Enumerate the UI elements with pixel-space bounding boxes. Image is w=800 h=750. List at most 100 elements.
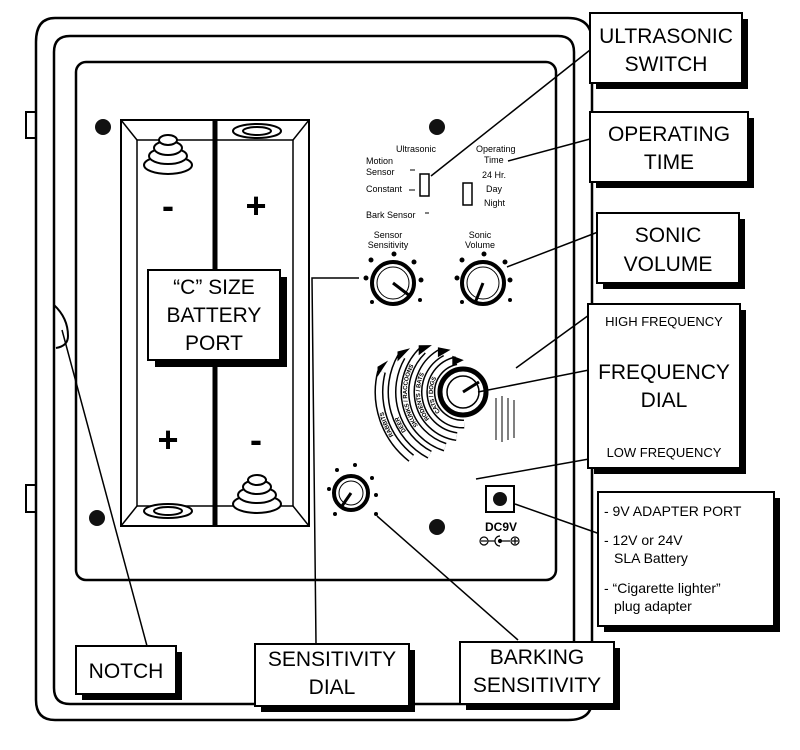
callout-operating-time-line2: TIME (644, 151, 694, 174)
flat-contact-top-right (232, 123, 282, 139)
control-panel: Ultrasonic Motion Sensor Constant Bark S… (327, 144, 520, 547)
callout-operating-time-line1: OPERATING (608, 123, 730, 146)
label-operating-time: Time (484, 155, 504, 165)
callout-frequency-dial: HIGH FREQUENCY FREQUENCY DIAL LOW FREQUE… (587, 303, 746, 474)
sonic-volume-ticks (454, 251, 513, 304)
label-night: Night (484, 198, 506, 208)
label-sensor-sensitivity-1: Sensor (374, 230, 403, 240)
flat-contact-top-right-inner (242, 126, 272, 136)
leader-sonic-volume (506, 231, 599, 268)
callout-frequency-dial-line1: FREQUENCY (598, 361, 730, 384)
battery-bevel (120, 119, 138, 141)
label-bark-sensor: Bark Sensor (366, 210, 416, 220)
dc9v-port-socket (493, 492, 507, 506)
adapter-item-3-line2: plug adapter (614, 598, 692, 614)
hinge-bottom (25, 484, 36, 513)
label-operating: Operating (476, 144, 516, 154)
leader-high-frequency (515, 314, 590, 369)
housing-outer (34, 16, 594, 722)
callout-adapter-port: - 9V ADAPTER PORT - 12V or 24V SLA Batte… (597, 491, 780, 632)
spring-contact-top-left (143, 134, 193, 175)
callout-frequency-dial-line2: DIAL (641, 389, 688, 412)
label-motion-sensor-2: Sensor (366, 167, 395, 177)
adapter-item-1: - 9V ADAPTER PORT (604, 503, 742, 519)
dc-polarity-symbol (479, 535, 520, 547)
battery-sign-left-top: - (162, 185, 174, 226)
hinge-top (25, 111, 36, 139)
frequency-band-fill (389, 355, 432, 458)
leader-barking-sensitivity (376, 515, 519, 641)
flat-contact-bottom-left-inner (153, 506, 183, 516)
frequency-band-arrow (418, 345, 432, 356)
leader-notch (61, 329, 148, 647)
callout-battery-port-line2: BATTERY (167, 304, 262, 327)
flat-contact-bottom-left (143, 503, 193, 519)
callout-high-frequency: HIGH FREQUENCY (605, 314, 723, 329)
callout-barking-sensitivity: BARKING SENSITIVITY (459, 641, 620, 710)
sensor-sensitivity-knob[interactable] (370, 260, 416, 306)
callout-ultrasonic-switch-line2: SWITCH (625, 53, 708, 76)
label-ultrasonic: Ultrasonic (396, 144, 437, 154)
callout-barking-sensitivity-line1: BARKING (490, 646, 585, 669)
screw-hole-bottom-right (429, 519, 445, 535)
battery-sign-right-bottom: - (250, 419, 262, 460)
battery-sign-right-top: + (245, 185, 266, 226)
leader-low-frequency (475, 458, 590, 480)
frequency-band-arrow (437, 347, 451, 358)
callout-low-frequency: LOW FREQUENCY (607, 445, 722, 460)
ultrasonic-switch[interactable] (419, 173, 430, 197)
battery-bevel (292, 119, 310, 141)
leader-frequency-dial (477, 369, 590, 393)
spring-contact-bottom-right (232, 474, 282, 514)
notch-shape (53, 304, 70, 349)
label-24hr: 24 Hr. (482, 170, 506, 180)
callout-battery-port-line3: PORT (185, 332, 243, 355)
label-constant: Constant (366, 184, 403, 194)
frequency-band-arrow (452, 355, 464, 366)
callout-battery-port: “C” SIZE BATTERY PORT (147, 269, 287, 367)
callout-sensitivity-dial-line2: DIAL (309, 676, 356, 699)
callout-ultrasonic-switch: ULTRASONIC SWITCH (589, 12, 748, 89)
callout-battery-port-line1: “C” SIZE (173, 276, 255, 299)
leader-ultrasonic-switch (430, 49, 591, 177)
screw-hole-top-right (429, 119, 445, 135)
sensor-sensitivity-ticks (363, 251, 424, 304)
barking-sensitivity-ticks (327, 463, 378, 516)
callout-sonic-volume-line2: VOLUME (624, 253, 713, 276)
callout-notch: NOTCH (75, 645, 182, 700)
label-sensor-sensitivity-2: Sensitivity (368, 240, 409, 250)
sonic-volume-knob[interactable] (460, 260, 506, 306)
label-sonic-volume-2: Volume (465, 240, 495, 250)
label-dc9v: DC9V (485, 520, 517, 534)
frequency-band-fill (376, 370, 414, 461)
callout-notch-label: NOTCH (89, 660, 164, 683)
label-sonic-volume-1: Sonic (469, 230, 492, 240)
frequency-band-fill (415, 349, 458, 440)
callout-sensitivity-dial: SENSITIVITY DIAL (254, 643, 415, 712)
battery-bevel (292, 505, 310, 527)
adapter-item-2-line1: - 12V or 24V (604, 532, 683, 548)
callout-barking-sensitivity-line2: SENSITIVITY (473, 674, 601, 697)
frequency-band-fill (427, 357, 465, 428)
leader-sensitivity-dial (311, 277, 359, 645)
screw-hole-top-left (95, 119, 111, 135)
operating-time-switch[interactable] (462, 182, 473, 206)
screw-hole-bottom-left (89, 510, 105, 526)
callout-sonic-volume: SONIC VOLUME (596, 212, 745, 289)
battery-sign-left-bottom: + (157, 419, 178, 460)
frequency-band-arrow (397, 348, 411, 362)
barking-sensitivity-knob[interactable] (332, 474, 370, 512)
adapter-item-2-line2: SLA Battery (614, 550, 688, 566)
label-motion-sensor-1: Motion (366, 156, 393, 166)
housing-inner (52, 34, 576, 706)
screw-holes (89, 119, 445, 535)
frequency-band-arrow (377, 360, 389, 377)
adapter-item-3-line1: - “Cigarette lighter” (604, 580, 721, 596)
callout-ultrasonic-switch-line1: ULTRASONIC (599, 25, 733, 48)
leader-lines (61, 49, 601, 647)
battery-bevel (120, 505, 138, 527)
leader-operating-time (507, 138, 591, 162)
